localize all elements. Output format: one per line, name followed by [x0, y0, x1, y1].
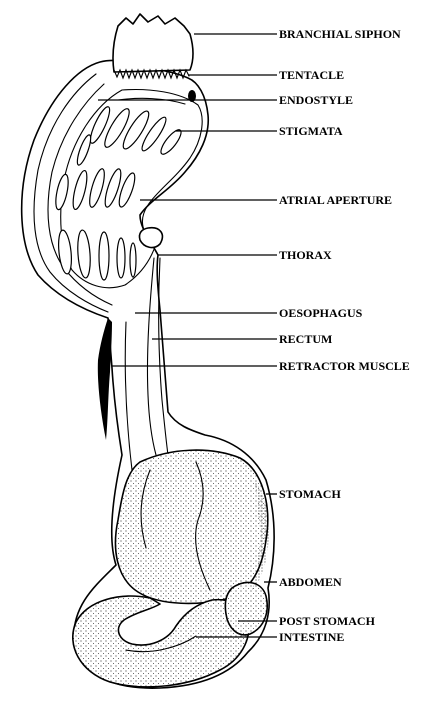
label-rectum: RECTUM	[279, 332, 332, 346]
atrial-aperture-shape	[139, 228, 162, 248]
label-branchial-siphon: BRANCHIAL SIPHON	[279, 27, 401, 41]
label-post-stomach: POST STOMACH	[279, 614, 376, 628]
organism	[22, 14, 274, 688]
label-thorax: THORAX	[279, 248, 332, 262]
retractor-muscle-shape	[98, 318, 112, 440]
label-oesophagus: OESOPHAGUS	[279, 306, 363, 320]
stomach-stipple	[115, 450, 267, 603]
labels: BRANCHIAL SIPHON TENTACLE ENDOSTYLE STIG…	[279, 27, 410, 644]
label-intestine: INTESTINE	[279, 630, 344, 644]
label-abdomen: ABDOMEN	[279, 575, 342, 589]
label-tentacle: TENTACLE	[279, 68, 344, 82]
label-stigmata: STIGMATA	[279, 124, 343, 138]
label-endostyle: ENDOSTYLE	[279, 93, 353, 107]
label-retractor-muscle: RETRACTOR MUSCLE	[279, 359, 410, 373]
label-stomach: STOMACH	[279, 487, 341, 501]
label-atrial-aperture: ATRIAL APERTURE	[279, 193, 392, 207]
branchial-siphon-shape	[113, 14, 193, 72]
